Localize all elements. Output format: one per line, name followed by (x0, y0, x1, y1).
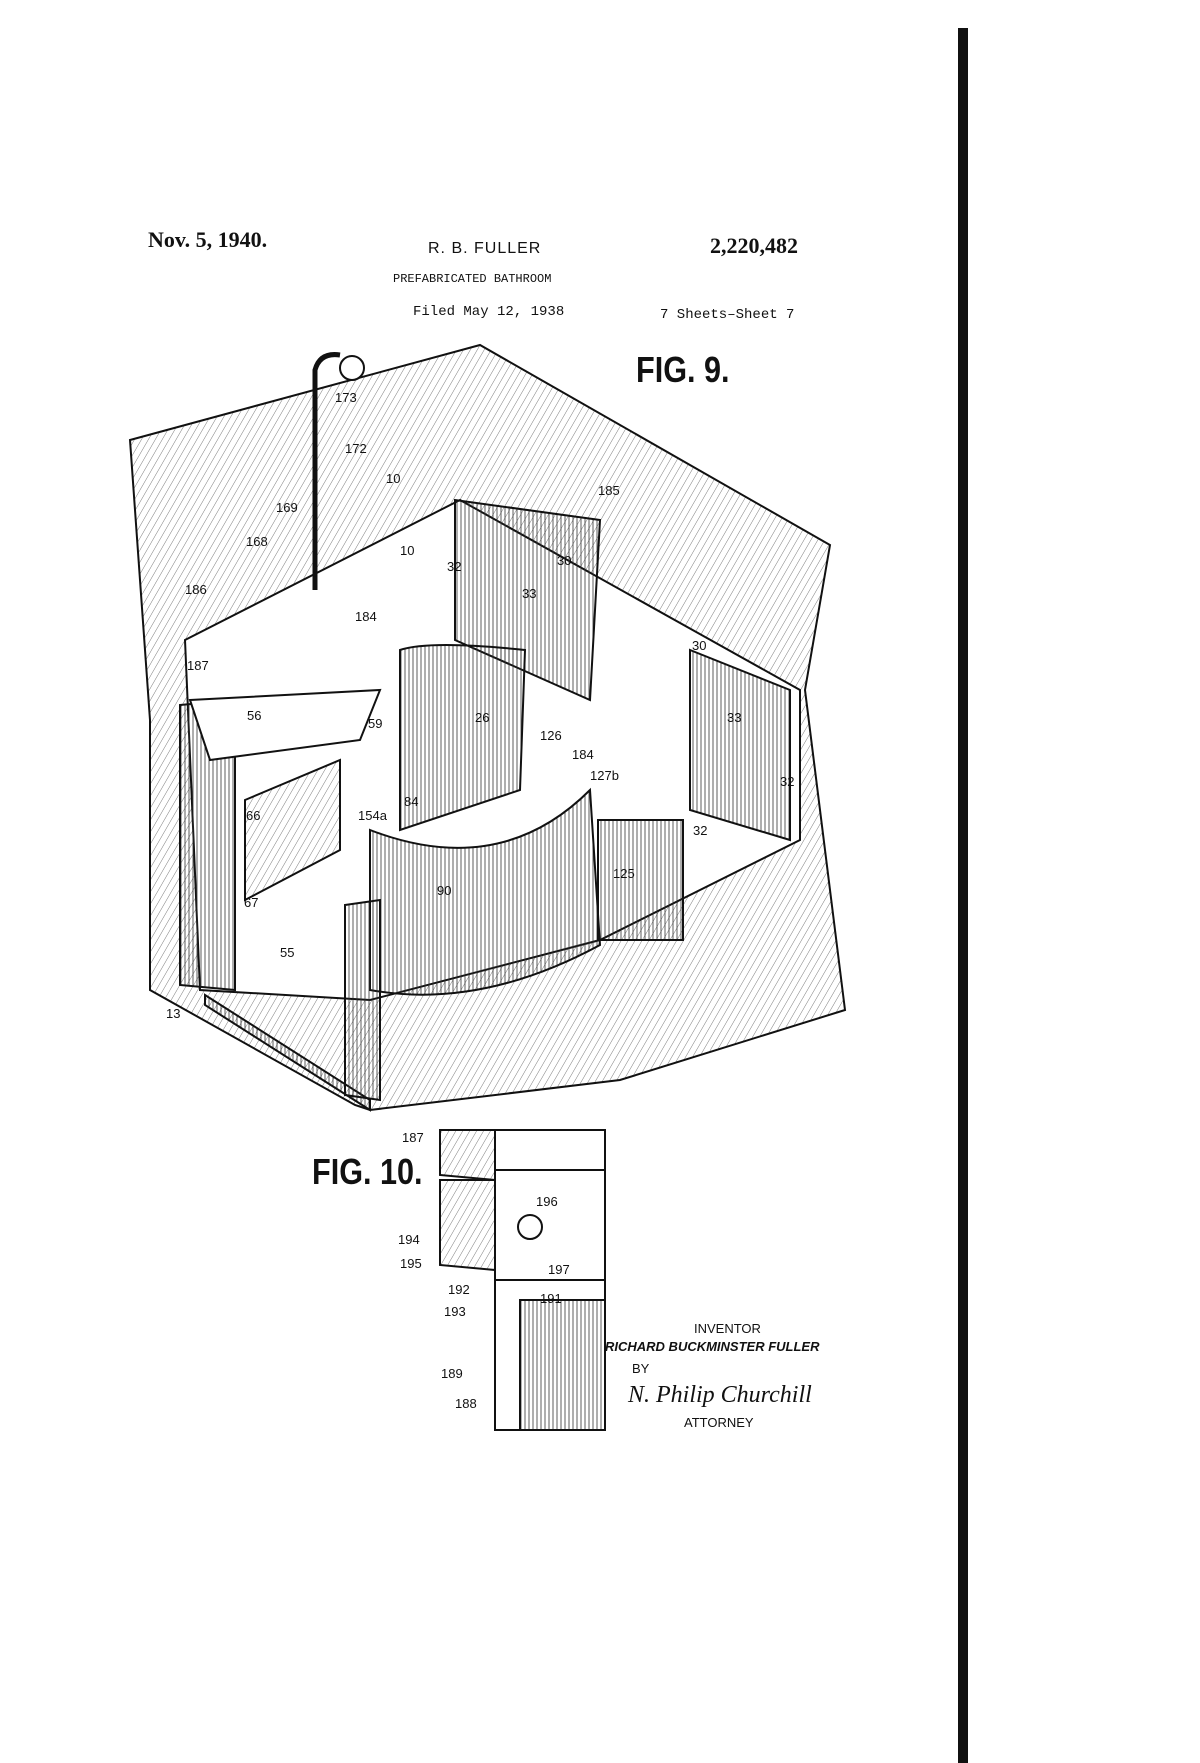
ref: 33 (522, 586, 536, 601)
ref: 194 (398, 1232, 420, 1247)
ref: 191 (540, 1291, 562, 1306)
fig10-label: FIG. 10. (312, 1151, 423, 1192)
door-panel-right (344, 898, 381, 1102)
attorney-signature: N. Philip Churchill (628, 1382, 812, 1408)
ref: 30 (692, 638, 706, 653)
ref: 67 (244, 895, 258, 910)
shower-pipe (312, 352, 341, 590)
ref: 169 (276, 500, 298, 515)
curved-wall-90 (369, 787, 602, 996)
inventor-name: RICHARD BUCKMINSTER FULLER (605, 1339, 820, 1354)
by-label: BY (632, 1361, 650, 1376)
vent-panel-66 (244, 758, 341, 902)
ref: 84 (404, 794, 418, 809)
shower-head (339, 355, 365, 381)
ref: 195 (400, 1256, 422, 1271)
ref: 90 (437, 883, 451, 898)
ref: 125 (613, 866, 635, 881)
ref: 196 (536, 1194, 558, 1209)
seal-187 (439, 1129, 496, 1182)
ref: 10 (400, 543, 414, 558)
ref: 188 (455, 1396, 477, 1411)
patent-title: PREFABRICATED BATHROOM (393, 272, 552, 286)
ref: 185 (598, 483, 620, 498)
ref: 172 (345, 441, 367, 456)
ref: 26 (475, 710, 489, 725)
patent-date: Nov. 5, 1940. (148, 227, 268, 252)
ref: 55 (280, 945, 294, 960)
ref: 10 (386, 471, 400, 486)
ref: 192 (448, 1282, 470, 1297)
ref: 187 (187, 658, 209, 673)
ref: 32 (693, 823, 707, 838)
ref: 32 (447, 559, 461, 574)
wood-block-194 (439, 1179, 496, 1272)
fig9-label: FIG. 9. (636, 349, 730, 390)
ref: 184 (572, 747, 594, 762)
ref: 56 (247, 708, 261, 723)
fig10-section-drawing (439, 1129, 606, 1431)
right-wall-33 (689, 648, 791, 842)
inventor-header: R. B. FULLER (428, 240, 542, 257)
ref: 66 (246, 808, 260, 823)
filed-date: Filed May 12, 1938 (413, 304, 565, 320)
ref: 126 (540, 728, 562, 743)
ref: 189 (441, 1366, 463, 1381)
ref: 13 (166, 1006, 180, 1021)
ref: 186 (185, 582, 207, 597)
ref: 184 (355, 609, 377, 624)
ref: 127b (590, 768, 619, 783)
ref: 154a (358, 808, 388, 823)
ref: 197 (548, 1262, 570, 1277)
ref: 168 (246, 534, 268, 549)
ref: 187 (402, 1130, 424, 1145)
fig9-bathroom-drawing (128, 343, 847, 1112)
ref: 59 (368, 716, 382, 731)
fig9-reference-numerals: 173 172 10 185 169 168 10 186 184 32 30 … (166, 390, 794, 1021)
cabinet-125 (597, 819, 684, 941)
tub-56 (188, 688, 382, 762)
ref: 173 (335, 390, 357, 405)
fig10-reference-numerals: 187 196 194 195 197 192 193 191 189 188 (398, 1130, 570, 1411)
panel-wall (519, 1299, 606, 1431)
ref: 32 (780, 774, 794, 789)
attorney-label: ATTORNEY (684, 1415, 754, 1430)
partition-84 (399, 644, 527, 832)
ref: 30 (557, 553, 571, 568)
screw-197 (517, 1214, 543, 1240)
inventor-label: INVENTOR (694, 1321, 761, 1336)
ref: 193 (444, 1304, 466, 1319)
patent-number: 2,220,482 (710, 233, 798, 258)
ref: 33 (727, 710, 741, 725)
sheet-count: 7 Sheets–Sheet 7 (660, 307, 795, 323)
page-border-line (958, 28, 968, 1763)
door-frame (204, 993, 371, 1112)
